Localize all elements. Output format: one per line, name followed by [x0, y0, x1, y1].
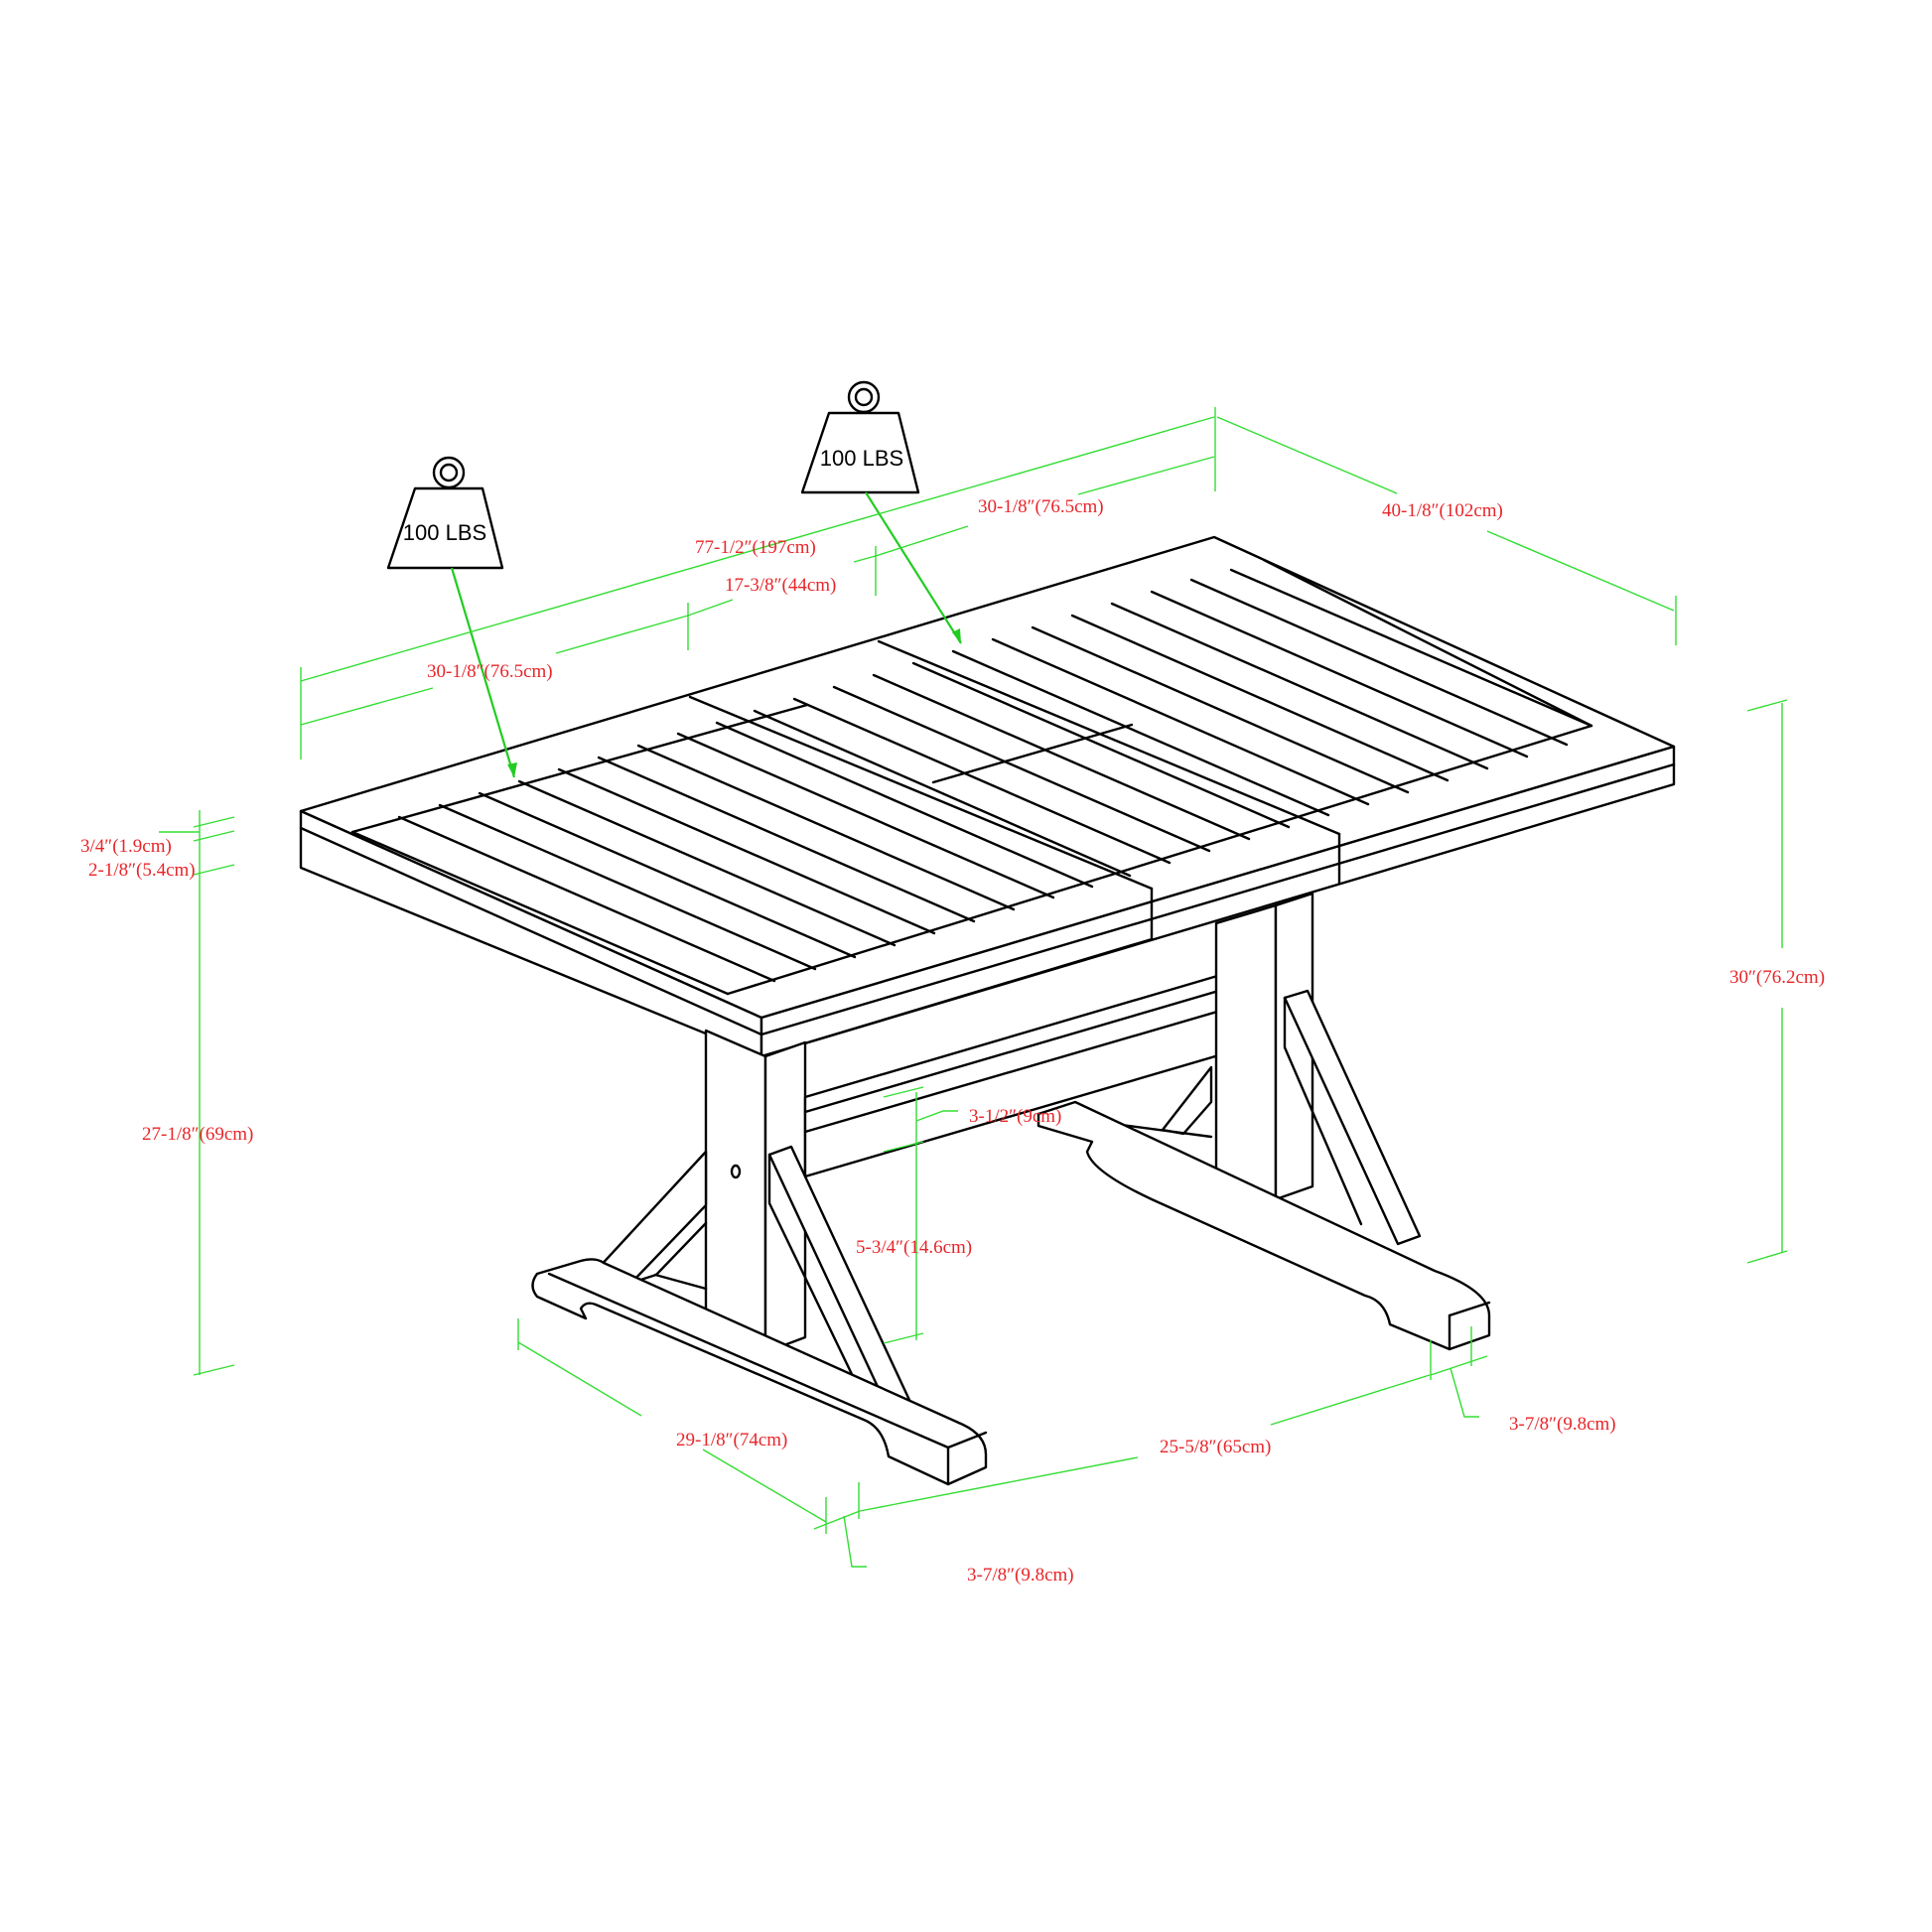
weight-right: 100 LBS [800, 380, 962, 644]
dim-stretcher-to-foot: 5-3/4″(14.6cm) [856, 1237, 972, 1258]
dim-overall-depth: 40-1/8″(102cm) [1382, 500, 1503, 521]
weight-label-left: 100 LBS [403, 520, 486, 545]
dim-stretcher-height: 3-1/2″(9cm) [969, 1106, 1061, 1127]
weight-left: 100 LBS [386, 456, 517, 778]
dim-foot-width-left: 3-7/8″(9.8cm) [967, 1565, 1074, 1586]
dim-foot-length: 29-1/8″(74cm) [676, 1430, 787, 1450]
right-trestle [1036, 892, 1491, 1351]
dim-apron-height: 2-1/8″(5.4cm) [88, 860, 196, 881]
dim-section-left: 30-1/8″(76.5cm) [427, 661, 553, 682]
bolt-hole-icon [730, 1164, 742, 1179]
dim-foot-width-right: 3-7/8″(9.8cm) [1509, 1414, 1616, 1435]
dim-overall-length: 77-1/2″(197cm) [695, 537, 816, 558]
dim-section-right: 30-1/8″(76.5cm) [978, 496, 1104, 517]
left-trestle [531, 1029, 988, 1486]
dim-leaf-width: 17-3/8″(44cm) [725, 575, 836, 596]
dim-top-thickness: 3/4″(1.9cm) [80, 836, 172, 857]
dimension-labels: 77-1/2″(197cm) 17-3/8″(44cm) 30-1/8″(76.… [80, 496, 1825, 1586]
slats [350, 568, 1593, 996]
dim-between-feet: 25-5/8″(65cm) [1160, 1437, 1271, 1457]
table-top [299, 535, 1676, 1058]
dimension-lines [159, 407, 1788, 1568]
weight-label-right: 100 LBS [820, 446, 903, 471]
dim-overall-height: 30″(76.2cm) [1729, 967, 1825, 988]
dim-floor-to-apron: 27-1/8″(69cm) [142, 1124, 253, 1145]
